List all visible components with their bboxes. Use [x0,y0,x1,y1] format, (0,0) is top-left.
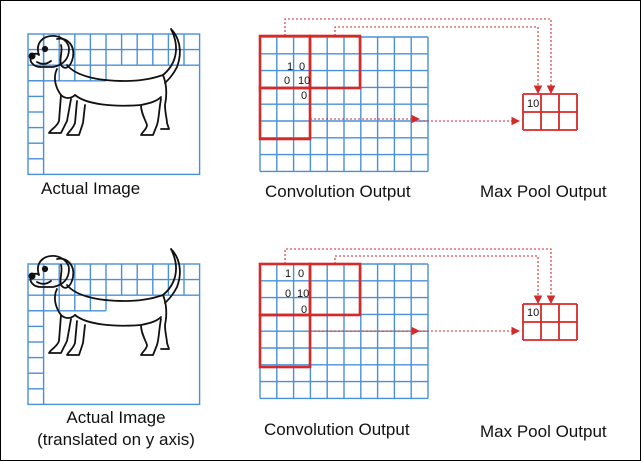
actual-image-caption-2: Actual Image [66,408,166,427]
conv-value-1-2: 0 [284,75,290,87]
conv-value-2-4: 0 [301,304,307,316]
actual-image-caption-1: Actual Image [41,179,141,198]
conv-value-1-4: 0 [301,90,307,102]
conv-value-1-1: 0 [299,61,305,73]
arrow-1b [334,26,543,95]
actual-image-caption-2-subtitle: (translated on y axis) [37,430,195,449]
pool-value-2: 10 [527,307,539,319]
arrow-2a [284,248,556,305]
convolution-output-caption-2: Convolution Output [264,420,410,439]
pool-window-2c [258,313,312,369]
conv-value-1-3: 10 [298,75,310,87]
arrow-1a [284,18,556,95]
max-pool-output-caption-2: Max Pool Output [480,422,607,441]
conv-value-2-0: 1 [285,268,291,280]
pool-window-1b [308,34,362,90]
conv-value-1-0: 1 [287,61,293,73]
dog-illustration-2 [28,248,181,356]
pool-window-2b [308,262,362,317]
conv-value-2-3: 10 [297,288,309,300]
max-pool-grid-2 [522,303,578,341]
actual-image-grid-2 [27,263,201,406]
max-pool-grid-1 [522,93,578,131]
actual-image-grid-1 [27,33,201,176]
conv-value-2-2: 0 [285,288,291,300]
pool-value-1: 10 [527,98,539,110]
pool-window-1c [258,86,312,141]
convolution-output-caption-1: Convolution Output [265,182,411,201]
arrow-2b [334,255,543,305]
convolution-output-grid-1 [259,36,429,173]
dog-illustration-1 [28,28,181,136]
conv-value-2-1: 0 [298,268,304,280]
max-pool-output-caption-1: Max Pool Output [480,182,607,201]
